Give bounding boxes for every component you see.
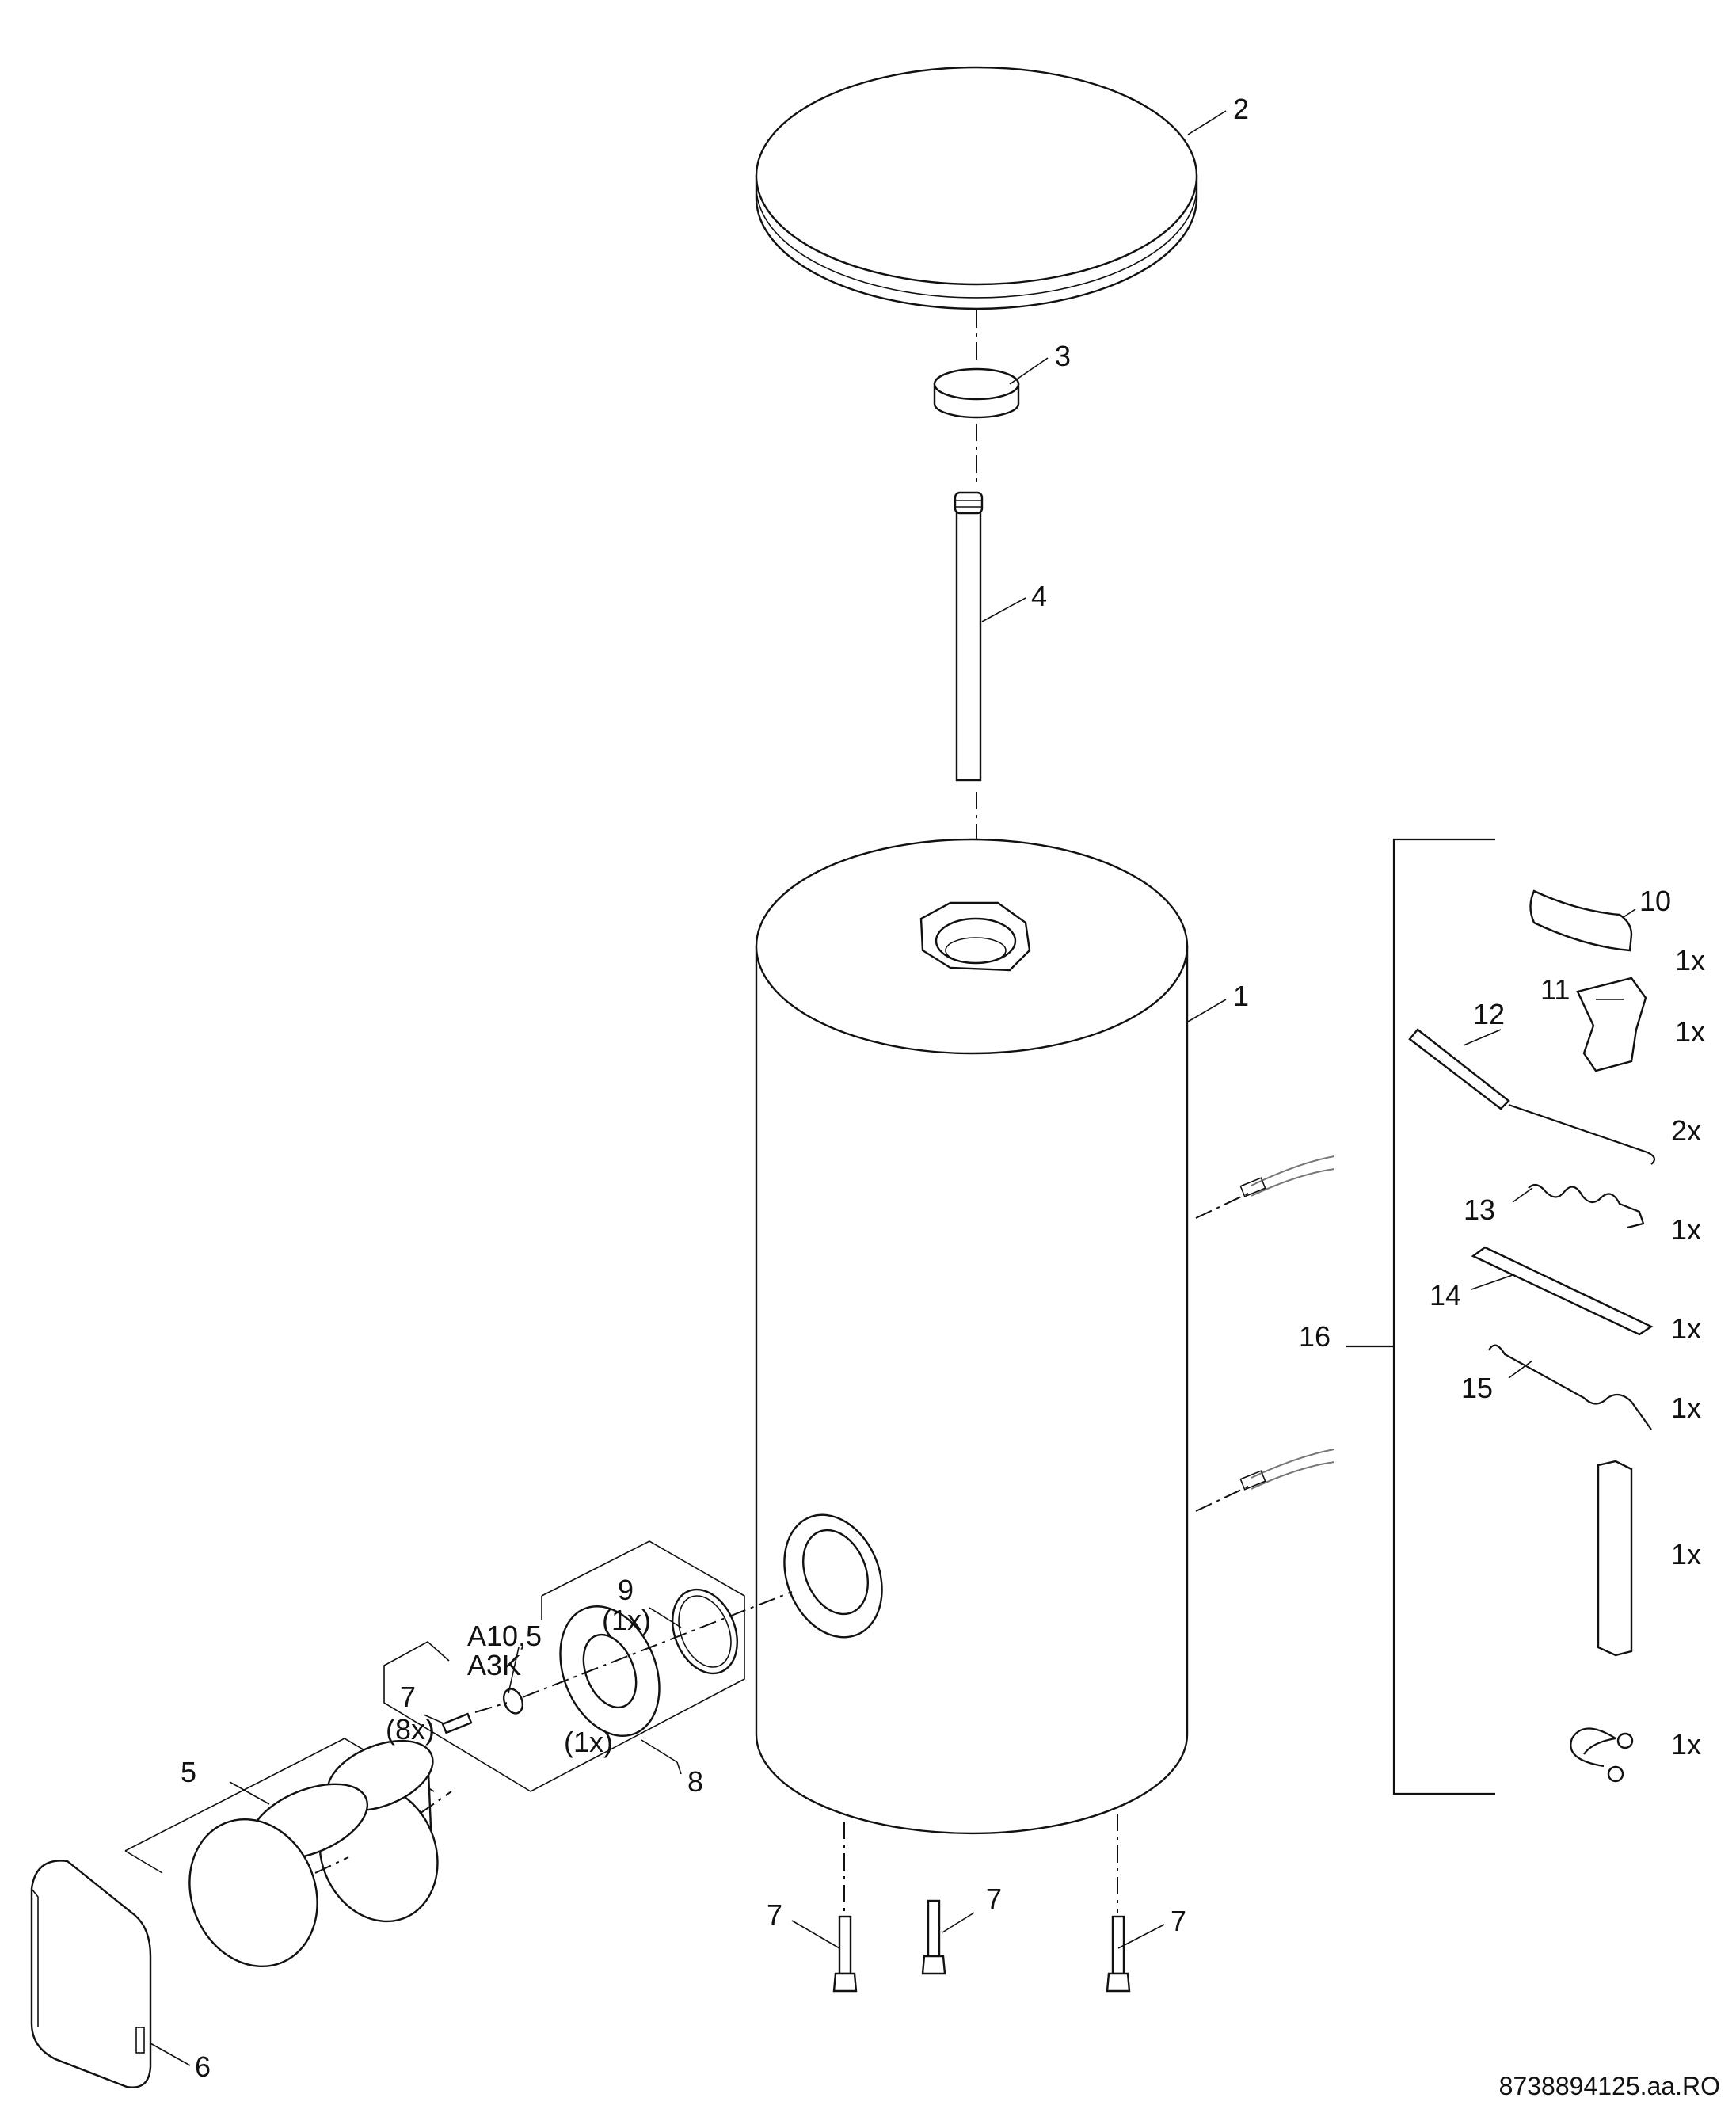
qty-item-15: 1x xyxy=(1671,1392,1701,1424)
callout-7-flange: 7 xyxy=(400,1681,416,1713)
qty-clip: 1x xyxy=(1671,1728,1701,1761)
kit-item-10-clamp xyxy=(1529,889,1633,952)
callout-4: 4 xyxy=(1031,580,1047,612)
callout-5: 5 xyxy=(181,1756,196,1788)
callout-16: 16 xyxy=(1299,1320,1331,1353)
top-cover-lid xyxy=(755,66,1198,310)
callout-2: 2 xyxy=(1233,93,1249,125)
callout-10: 10 xyxy=(1639,885,1671,917)
foot-screw-left xyxy=(832,1915,858,1993)
callout-3: 3 xyxy=(1055,340,1071,372)
callout-1: 1 xyxy=(1233,980,1249,1012)
flange-gasket xyxy=(671,1588,739,1675)
kit-item-flat-strip xyxy=(1597,1460,1633,1657)
storage-tank xyxy=(755,838,1335,1835)
flange-assembly-group xyxy=(383,1540,745,1792)
kit-item-clip xyxy=(1570,1727,1634,1783)
callout-6: 6 xyxy=(195,2050,211,2083)
document-code: 8738894125.aa.RO xyxy=(1499,2072,1720,2100)
kit-item-15-hook xyxy=(1488,1344,1652,1430)
cap-plug xyxy=(933,367,1020,419)
kit-item-11-bracket xyxy=(1576,977,1647,1072)
kit-item-14-strip xyxy=(1471,1246,1654,1336)
anode-spec-line2: A3K xyxy=(467,1649,521,1681)
qty-item-14: 1x xyxy=(1671,1312,1701,1345)
callout-7-qty: (8x) xyxy=(386,1713,435,1746)
callout-11: 11 xyxy=(1540,973,1570,1006)
qty-item-11: 1x xyxy=(1675,1015,1705,1048)
qty-item-10: 1x xyxy=(1675,944,1705,977)
callout-9: 9 xyxy=(618,1574,634,1606)
callout-7-middle: 7 xyxy=(986,1883,1002,1915)
foot-screw-middle xyxy=(921,1899,946,1975)
callout-12: 12 xyxy=(1473,998,1505,1030)
kit-bracket xyxy=(1346,838,1495,1795)
flange-plate xyxy=(559,1605,661,1737)
callout-15: 15 xyxy=(1461,1372,1493,1404)
callout-8: 8 xyxy=(687,1765,703,1798)
callout-7-right: 7 xyxy=(1171,1905,1186,1937)
insulation-plug-front xyxy=(188,1783,369,1968)
callout-14: 14 xyxy=(1430,1279,1461,1312)
callout-9-qty: (1x) xyxy=(602,1604,651,1636)
qty-item-13: 1x xyxy=(1671,1213,1701,1246)
qty-flat-strip: 1x xyxy=(1671,1538,1701,1570)
leader-lines xyxy=(150,110,1636,2066)
kit-item-12-sensor-wire xyxy=(1408,1028,1656,1165)
anode-spec-line1: A10,5 xyxy=(467,1620,542,1652)
kit-item-13-spring xyxy=(1528,1183,1645,1229)
flange-cover xyxy=(30,1860,152,2088)
callout-13: 13 xyxy=(1464,1194,1495,1226)
anode-washer xyxy=(502,1688,524,1715)
flange-bolt xyxy=(441,1712,473,1734)
anode-rod xyxy=(954,491,984,782)
flange-qty: (1x) xyxy=(564,1726,613,1758)
foot-screw-right xyxy=(1106,1915,1131,1993)
callout-7-left: 7 xyxy=(767,1898,782,1931)
qty-item-12: 2x xyxy=(1671,1114,1701,1147)
